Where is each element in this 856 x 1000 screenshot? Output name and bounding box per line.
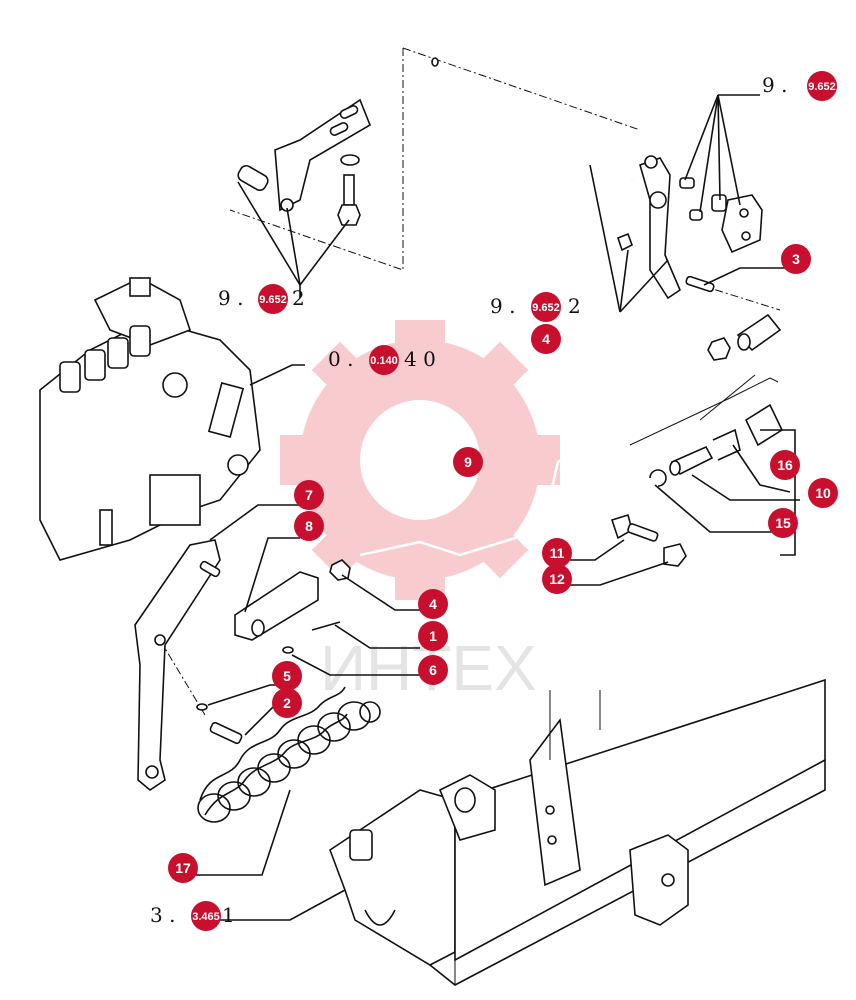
ref-pump: 0 . 4 0: [328, 347, 436, 371]
code-badge-ref-bracket-left-label: 9.652: [259, 294, 287, 306]
chassis-frame: [215, 678, 826, 986]
callout-4-circle: [531, 324, 561, 354]
callout-6-circle: [418, 655, 448, 685]
code-badge-ref-rod-center: 9.652: [531, 292, 561, 322]
ref-top-right: 9 .: [762, 73, 787, 97]
callout-2-circle: [272, 688, 302, 718]
spring-assembly: [629, 313, 800, 556]
callout-5: 5: [272, 661, 302, 691]
callout-4-circle: [418, 589, 448, 619]
code-badge-ref-pump-label: 0.140: [370, 355, 398, 367]
callout-15: 15: [768, 508, 798, 538]
callout-2: 2: [272, 688, 302, 718]
callout-10-circle: [808, 478, 838, 508]
callout-15-circle: [768, 508, 798, 538]
callout-16-circle: [770, 450, 800, 480]
code-badge-ref-top-right-circle: [807, 71, 837, 101]
pedal-block: [234, 537, 319, 641]
callout-12-circle: [542, 564, 572, 594]
code-badge-ref-frame-circle: [191, 901, 221, 931]
callout-16: 16: [770, 450, 800, 480]
callout-16-label: 16: [777, 457, 793, 473]
callout-17-label: 17: [175, 860, 191, 876]
callout-4-label: 4: [429, 596, 437, 612]
callout-10: 10: [808, 478, 838, 508]
ref-bracket-left: 9 . 2: [218, 286, 305, 310]
accelerator-rod: [329, 337, 731, 581]
callout-8: 8: [294, 511, 324, 541]
code-badge-ref-rod-center-label: 9.652: [532, 302, 560, 314]
svg-text:4 0: 4 0: [404, 347, 436, 371]
return-spring: [195, 686, 381, 876]
control-rod-upper: [431, 57, 633, 182]
callout-7-label: 7: [305, 487, 313, 503]
callout-1-label: 1: [429, 628, 437, 644]
small-parts: [196, 574, 425, 745]
callout-12-label: 12: [549, 571, 565, 587]
callout-8-label: 8: [305, 518, 313, 534]
ref-rod-center: 9 . 2: [490, 294, 581, 318]
callout-10-label: 10: [815, 485, 831, 501]
callout-11: 11: [542, 538, 572, 568]
watermark: ИНТЕХ: [280, 320, 560, 704]
callout-11-label: 11: [550, 545, 565, 561]
callout-8-circle: [294, 511, 324, 541]
svg-text:2: 2: [568, 294, 581, 318]
code-badge-ref-frame: 3.465: [191, 901, 221, 931]
code-badge-ref-top-right: 9.652: [807, 71, 837, 101]
callout-1-circle: [418, 621, 448, 651]
svg-text:2: 2: [292, 286, 305, 310]
code-badge-ref-top-right-label: 9.652: [808, 81, 836, 93]
callout-11-circle: [542, 538, 572, 568]
pedal-lever: [134, 504, 300, 791]
code-badge-ref-frame-label: 3.465: [192, 911, 220, 923]
code-badge-ref-pump: 0.140: [369, 345, 399, 375]
callout-17: 17: [168, 853, 198, 883]
reference-codes: 9 . 9 . 2 9 . 2 0 . 4 0 3 . 1: [150, 73, 787, 927]
reference-code-badges: 9.652 9.652 9.652 0.140 3.465: [191, 71, 837, 931]
svg-text:1: 1: [222, 903, 235, 927]
callout-6-label: 6: [429, 662, 437, 678]
callout-4: 4: [418, 589, 448, 619]
lever-assembly: [589, 94, 785, 313]
callout-17-circle: [168, 853, 198, 883]
callout-1: 1: [418, 621, 448, 651]
callout-12: 12: [542, 564, 572, 594]
callout-3-label: 3: [792, 251, 800, 267]
code-badge-ref-rod-center-circle: [531, 292, 561, 322]
callout-6: 6: [418, 655, 448, 685]
code-badge-ref-pump-circle: [369, 345, 399, 375]
svg-text:3 .: 3 .: [150, 903, 175, 927]
svg-text:0 .: 0 .: [328, 347, 353, 371]
code-badge-ref-bracket-left: 9.652: [258, 284, 288, 314]
callout-7: 7: [294, 480, 324, 510]
callout-15-label: 15: [775, 515, 791, 531]
injection-pump: [39, 277, 305, 561]
callout-9-label: 9: [464, 454, 472, 470]
callout-9-circle: [453, 447, 483, 477]
svg-text:9 .: 9 .: [762, 73, 787, 97]
callout-5-label: 5: [283, 668, 291, 684]
callout-4: 4: [531, 324, 561, 354]
callout-7-circle: [294, 480, 324, 510]
bolt-assembly: [570, 513, 687, 586]
callout-9: 9: [453, 447, 483, 477]
assembly-outline: [159, 47, 781, 716]
callout-4-label: 4: [542, 331, 550, 347]
callout-5-circle: [272, 661, 302, 691]
code-badge-ref-bracket-left-circle: [258, 284, 288, 314]
ref-frame: 3 . 1: [150, 903, 235, 927]
callout-3: 3: [781, 244, 811, 274]
callout-3-circle: [781, 244, 811, 274]
callout-2-label: 2: [283, 695, 291, 711]
mounting-bracket: [237, 98, 371, 298]
svg-text:9 .: 9 .: [490, 294, 515, 318]
svg-text:9 .: 9 .: [218, 286, 243, 310]
